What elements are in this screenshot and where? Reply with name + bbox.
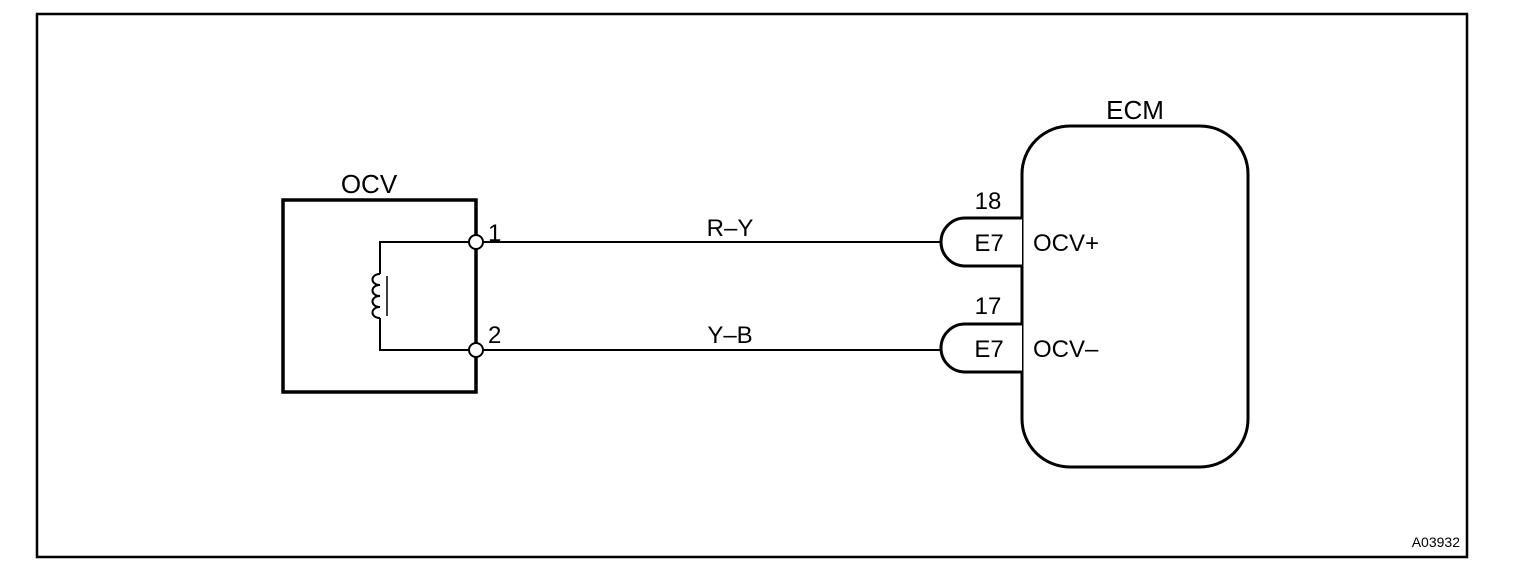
coil-wire-top [379, 241, 468, 274]
figure-id: A03932 [1412, 534, 1460, 550]
ecm-connector-2 [939, 322, 1022, 374]
ocv-pin-2-number: 2 [488, 322, 501, 349]
ecm-pin-1-number: 18 [975, 188, 1002, 215]
coil-wire-bottom [379, 318, 468, 351]
ocv-terminal-1 [468, 234, 484, 250]
ecm-connector-1 [939, 216, 1022, 268]
diagram-frame [35, 12, 1469, 559]
ecm-box [1020, 124, 1250, 469]
ocv-terminal-2 [468, 342, 484, 358]
wires: R–Y Y–B [483, 215, 947, 351]
wire-1-color-code: R–Y [707, 215, 754, 242]
ecm-connector-1-code: E7 [974, 230, 1003, 257]
ocv-component: OCV 1 2 [281, 169, 501, 394]
ecm-pin-2-signal: OCV– [1033, 336, 1099, 363]
ocv-label: OCV [341, 169, 398, 199]
wire-2-color-code: Y–B [707, 322, 752, 349]
ocv-pin-1-number: 1 [488, 220, 501, 247]
ocv-box [281, 198, 478, 394]
ecm-pin-2-number: 17 [975, 293, 1002, 320]
ecm-label: ECM [1106, 95, 1164, 125]
ecm-pin-1-signal: OCV+ [1033, 230, 1099, 257]
ecm-component: ECM 18 E7 OCV+ 17 E7 OCV– [939, 95, 1250, 469]
ecm-connector-2-code: E7 [974, 336, 1003, 363]
coil-icon [371, 273, 381, 319]
